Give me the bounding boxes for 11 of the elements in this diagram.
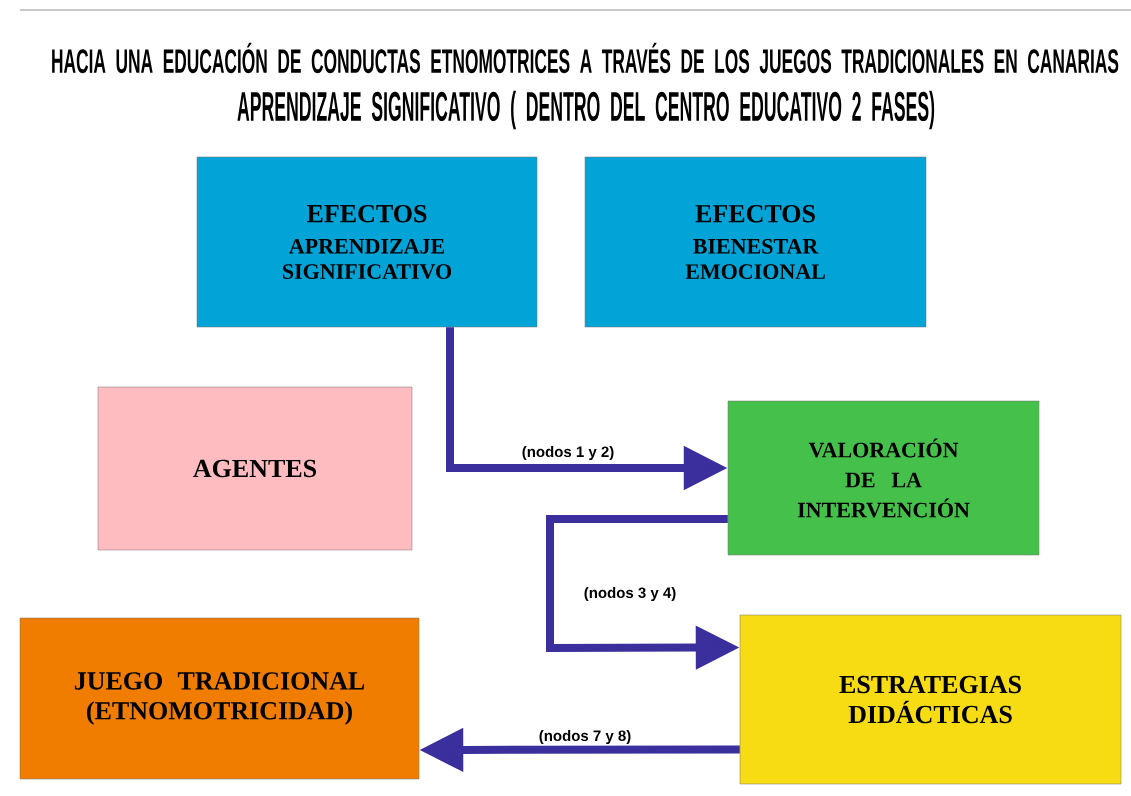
edge-label: (nodos 1 y 2): [520, 445, 616, 461]
edge-label: (nodos 3 y 4): [582, 586, 678, 602]
process-box: ESTRATEGIAS DIDÁCTICAS: [739, 614, 1122, 785]
edge-label: (nodos 7 y 8): [537, 729, 633, 745]
process-box: JUEGO TRADICIONAL (ETNOMOTRICIDAD): [19, 617, 420, 780]
subtitle: APRENDIZAJE SIGNIFICATIVO ( DENTRO DEL CENTRO EDUCATIVO 2 FASES): [237, 90, 935, 130]
process-box: EFECTOS APRENDIZAJE SIGNIFICATIVO: [196, 156, 538, 328]
process-box: VALORACIÓN DE LA INTERVENCIÓN: [727, 400, 1040, 556]
process-box: EFECTOS BIENESTAR EMOCIONAL: [584, 156, 927, 328]
title: HACIA UNA EDUCACIÓN DE CONDUCTAS ETNOMOTRICES A TRAVÉS DE LOS JUEGOS TRADICIONALES EN CANARIAS: [52, 42, 1119, 74]
process-box: AGENTES: [97, 386, 413, 551]
